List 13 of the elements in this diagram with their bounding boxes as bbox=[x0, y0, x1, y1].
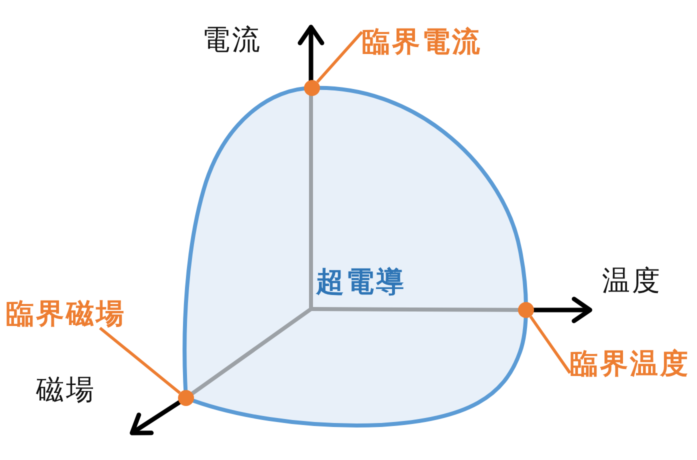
critical-point-dot bbox=[178, 390, 194, 406]
region-label: 超電導 bbox=[316, 268, 406, 296]
critical-label: 臨界磁場 bbox=[6, 300, 126, 328]
critical-label: 臨界温度 bbox=[570, 350, 690, 378]
axis-label: 温度 bbox=[602, 267, 662, 295]
leader-line bbox=[529, 316, 572, 374]
critical-point-dot bbox=[518, 302, 534, 318]
critical-point-dot bbox=[304, 80, 320, 96]
critical-label: 臨界電流 bbox=[362, 28, 482, 56]
leader-line bbox=[316, 31, 364, 84]
leader-line bbox=[99, 326, 181, 394]
axis-label: 電流 bbox=[202, 26, 262, 54]
axis-label: 磁場 bbox=[36, 376, 96, 404]
